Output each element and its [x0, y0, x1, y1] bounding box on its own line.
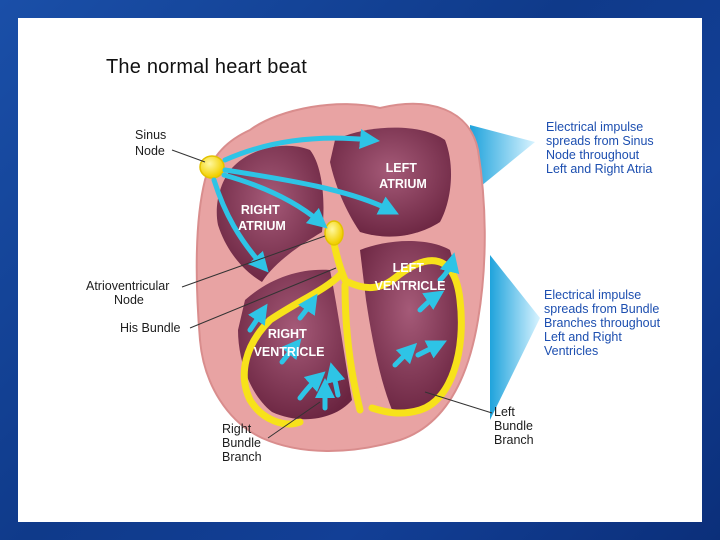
impulse-arrow-1 — [222, 129, 380, 163]
sinus-node-label: Sinus Node — [135, 128, 170, 158]
page-title: The normal heart beat — [106, 56, 307, 78]
ventricles-impulse-note: Electrical impulse spreads from Bundle B… — [544, 288, 664, 358]
impulse-arrow-4 — [211, 177, 269, 273]
av-node-label: Atrioventricular Node — [86, 279, 173, 307]
leader-lines — [171, 149, 493, 439]
impulse-arrow-5 — [437, 252, 460, 283]
impulse-arrow-8 — [392, 342, 418, 368]
left-bundle-branch-label: Left Bundle Branch — [494, 405, 536, 447]
left-atrium-chamber — [330, 127, 452, 237]
atria-impulse-note: Electrical impulse spreads from Sinus No… — [546, 120, 657, 176]
his-bundle-leader — [189, 267, 337, 329]
impulse-arrow-6 — [417, 290, 445, 313]
right-bundle-inner-path — [341, 281, 364, 414]
impulse-arrow-10 — [297, 293, 318, 321]
right-bundle-branch-label: Right Bundle Branch — [222, 422, 264, 464]
atria-callout-fan — [470, 125, 535, 195]
impulse-arrow-13 — [325, 362, 346, 398]
his-bundle-label: His Bundle — [120, 321, 180, 335]
left-bundle-branch-path — [344, 257, 465, 417]
impulse-arrow-2 — [222, 167, 399, 215]
right-bundle-leader — [267, 401, 321, 439]
impulse-arrow-11 — [279, 338, 302, 365]
impulse-arrow-9 — [247, 303, 268, 333]
impulse-arrow-7 — [415, 340, 447, 359]
av-node-leader — [181, 235, 326, 288]
sinus-node — [199, 155, 225, 179]
impulse-arrow-3 — [221, 172, 328, 229]
left-atrium-label: LEFT ATRIUM — [379, 161, 427, 191]
left-ventricle-label: LEFT VENTRICLE — [375, 261, 446, 293]
right-atrium-label: RIGHT ATRIUM — [238, 203, 286, 233]
impulse-arrows — [211, 129, 460, 411]
atrioventricular-node — [324, 220, 344, 246]
left-bundle-leader — [424, 391, 493, 414]
ventricles-callout-fan — [490, 255, 540, 420]
right-ventricle-label: RIGHT VENTRICLE — [254, 327, 325, 359]
sinus-leader — [171, 149, 206, 163]
